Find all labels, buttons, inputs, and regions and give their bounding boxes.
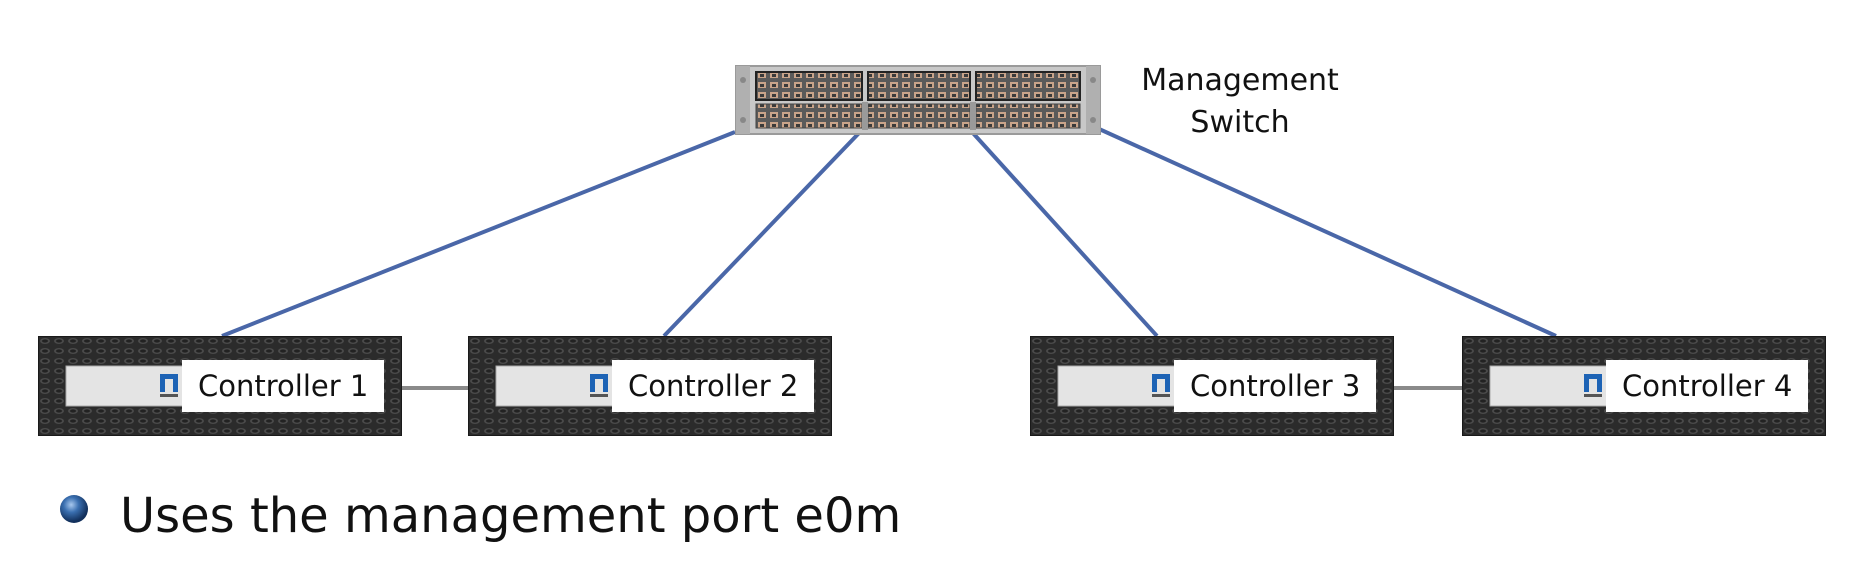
controller-4: Controller 4: [1462, 336, 1826, 436]
bullet-text: Uses the management port e0m: [120, 488, 902, 544]
netapp-logo-icon: [1584, 374, 1602, 397]
link-line-controller-1: [221, 130, 736, 338]
link-line-controller-4: [1096, 126, 1557, 338]
controller-1: Controller 1: [38, 336, 402, 436]
management-switch-label-line2: Switch: [1190, 105, 1290, 140]
controller-label: Controller 2: [612, 360, 815, 412]
management-switch-icon: [735, 65, 1101, 135]
netapp-logo-icon: [1152, 374, 1170, 397]
netapp-logo-icon: [590, 374, 608, 397]
bullet-icon: [60, 495, 88, 523]
netapp-logo-icon: [160, 374, 178, 397]
management-switch-label-line1: Management: [1141, 63, 1339, 98]
controller-2: Controller 2: [468, 336, 832, 436]
controller-label: Controller 1: [182, 360, 385, 412]
link-line-controller-2: [662, 130, 862, 338]
management-switch-label: Management Switch: [1140, 60, 1340, 144]
link-line-controller-3: [970, 130, 1159, 338]
controller-label: Controller 3: [1174, 360, 1377, 412]
controller-label: Controller 4: [1606, 360, 1809, 412]
controller-3: Controller 3: [1030, 336, 1394, 436]
